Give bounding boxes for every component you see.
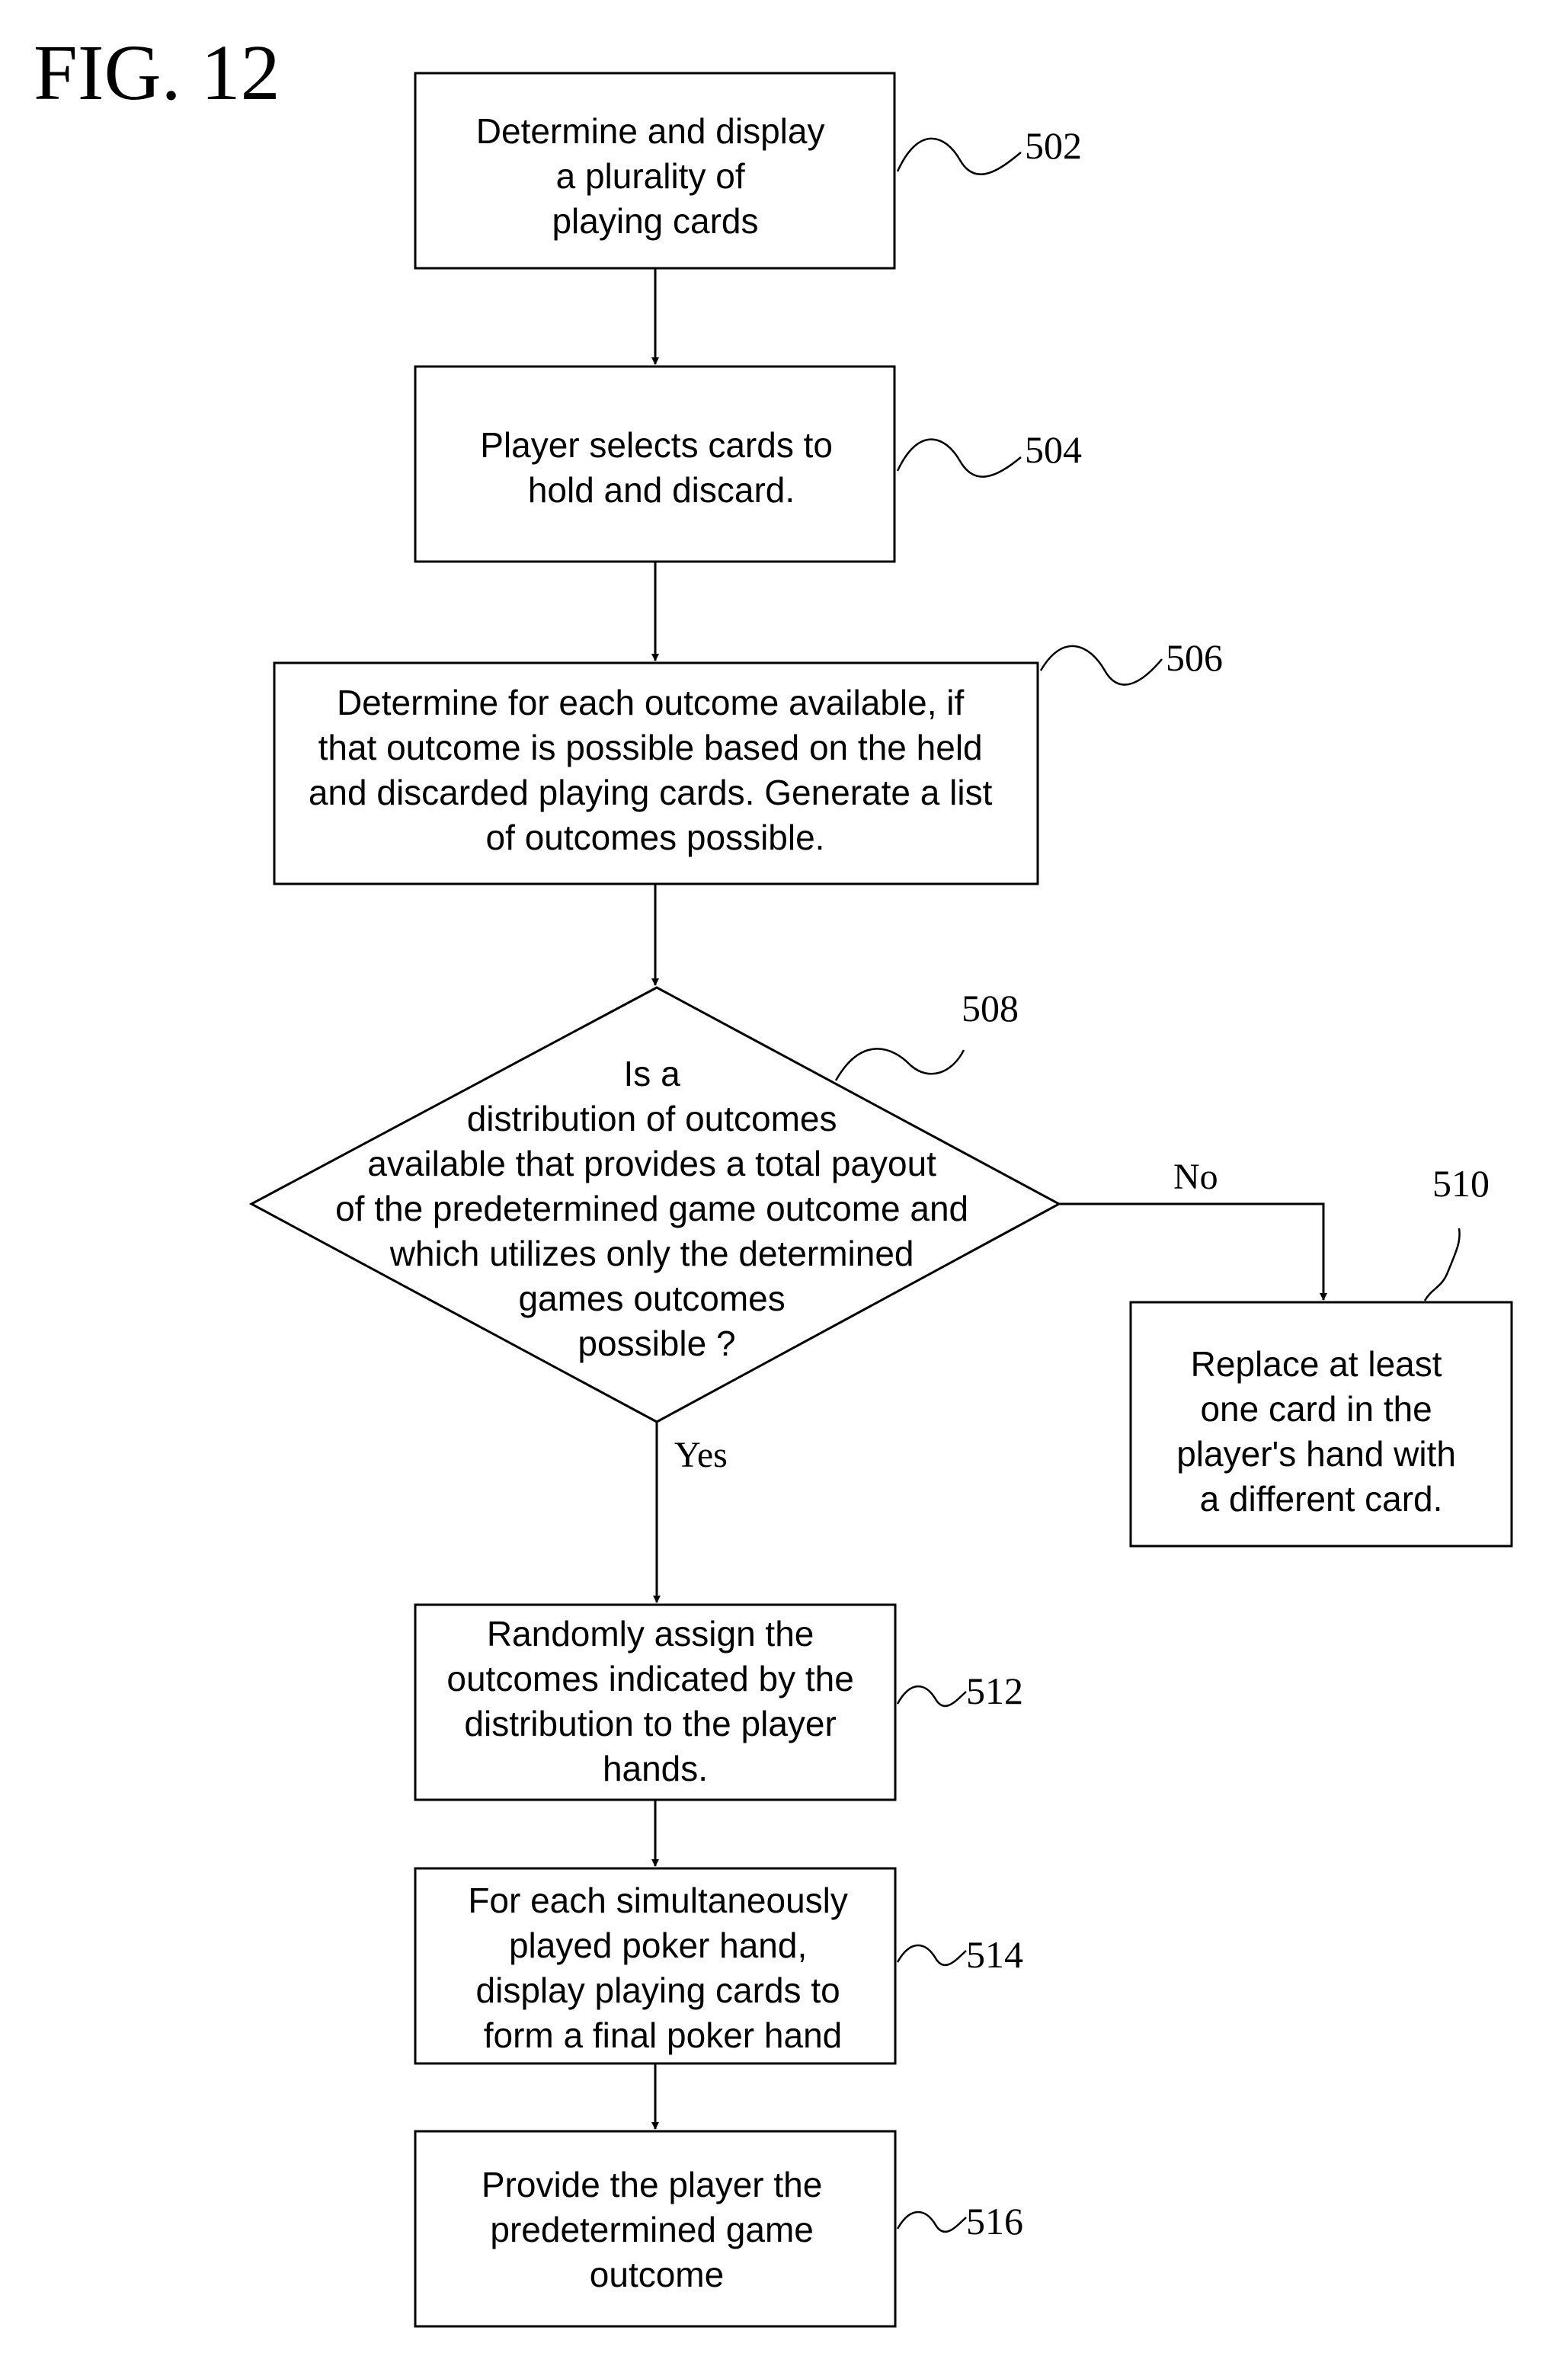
ref-516-label: 516 — [966, 2200, 1023, 2243]
decision-508-text: Is a distribution of outcomes available … — [335, 1054, 978, 1363]
ref-508-leader — [836, 1048, 964, 1080]
ref-504-label: 504 — [1025, 428, 1082, 471]
ref-510-label: 510 — [1432, 1162, 1490, 1205]
ref-506-leader — [1041, 646, 1162, 685]
ref-516-leader — [898, 2212, 966, 2232]
ref-512-label: 512 — [966, 1670, 1023, 1712]
ref-510-leader — [1425, 1228, 1460, 1301]
ref-514-leader — [898, 1945, 966, 1965]
ref-512-leader — [898, 1686, 966, 1706]
ref-514-label: 514 — [966, 1933, 1023, 1976]
ref-502-leader — [898, 139, 1021, 174]
edge-label-no: No — [1173, 1157, 1218, 1197]
figure-title: FIG. 12 — [34, 29, 280, 117]
arrow-508-to-510-no — [1059, 1204, 1323, 1300]
ref-508-label: 508 — [962, 987, 1019, 1029]
ref-504-leader — [898, 440, 1021, 477]
ref-502-label: 502 — [1025, 124, 1082, 167]
edge-label-yes: Yes — [674, 1435, 728, 1475]
ref-506-label: 506 — [1166, 636, 1223, 679]
